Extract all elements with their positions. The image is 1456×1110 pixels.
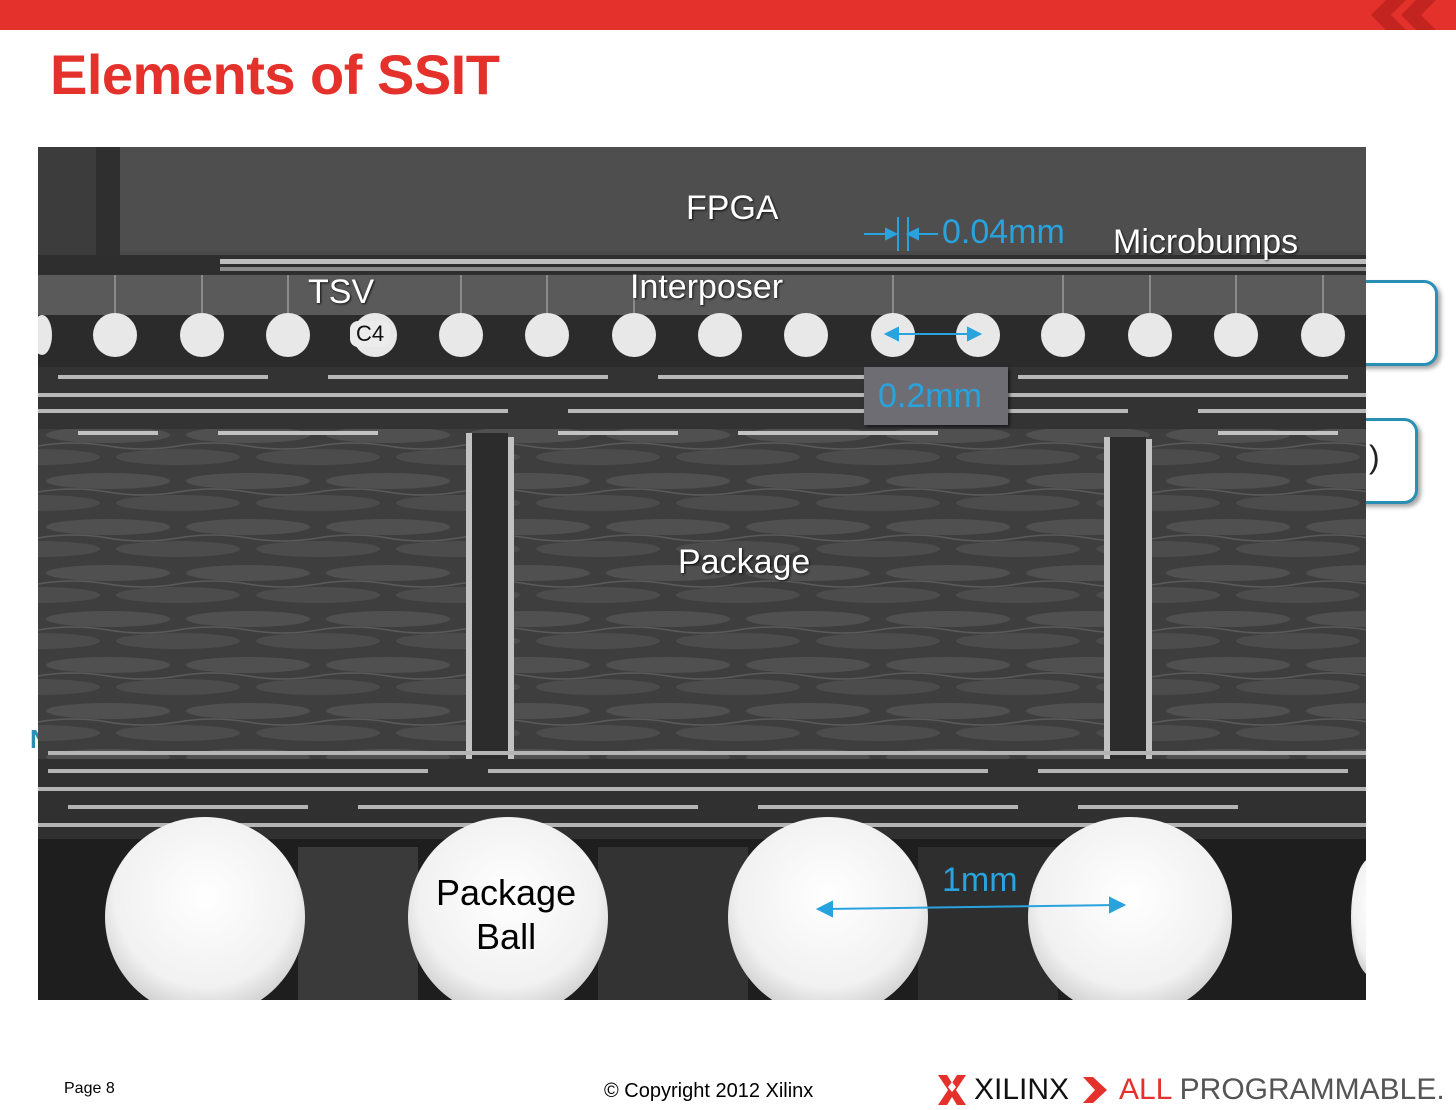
cross-section-micrograph: FPGA Microbumps TSV Interposer C4 Packag… [38, 147, 1366, 1000]
page-title: Elements of SSIT [50, 43, 500, 106]
dimension-arrows [815, 217, 1127, 918]
c4-pitch-label: 0.2mm [878, 377, 982, 415]
tsv-label: TSV [308, 273, 375, 311]
xilinx-brand: XILINX [974, 1073, 1070, 1106]
microbumps-label: Microbumps [1113, 223, 1299, 261]
package-label: Package [678, 543, 811, 581]
callout-text-lower: ) [1369, 439, 1380, 475]
page-number: Page 8 [64, 1080, 115, 1097]
microbump-pitch-label: 0.04mm [942, 213, 1065, 251]
cross-section-drawing [38, 147, 1366, 1000]
c4-pitch-badge: 0.2mm [864, 367, 1008, 425]
c4-label: C4 [350, 321, 391, 347]
tagline-all: ALL [1119, 1073, 1172, 1106]
copyright-text: © Copyright 2012 Xilinx [604, 1080, 814, 1102]
fpga-label: FPGA [686, 189, 779, 227]
left-edge-fragment: N [30, 724, 38, 750]
chevron-right-icon [1083, 1077, 1108, 1103]
package-ball-line1: Package [436, 872, 577, 913]
tagline-programmable: PROGRAMMABLE. [1179, 1073, 1445, 1106]
package-ball-line2: Ball [476, 916, 537, 957]
top-accent-bar [0, 0, 1456, 30]
chevron-decoration-icon [1371, 0, 1436, 30]
interposer-label: Interposer [630, 268, 784, 306]
xilinx-logo: XILINX ALL PROGRAMMABLE. [938, 1072, 1445, 1108]
package-ball-label: Package Ball [436, 871, 576, 959]
xilinx-x-icon [938, 1075, 966, 1105]
ball-pitch-label: 1mm [942, 861, 1018, 899]
